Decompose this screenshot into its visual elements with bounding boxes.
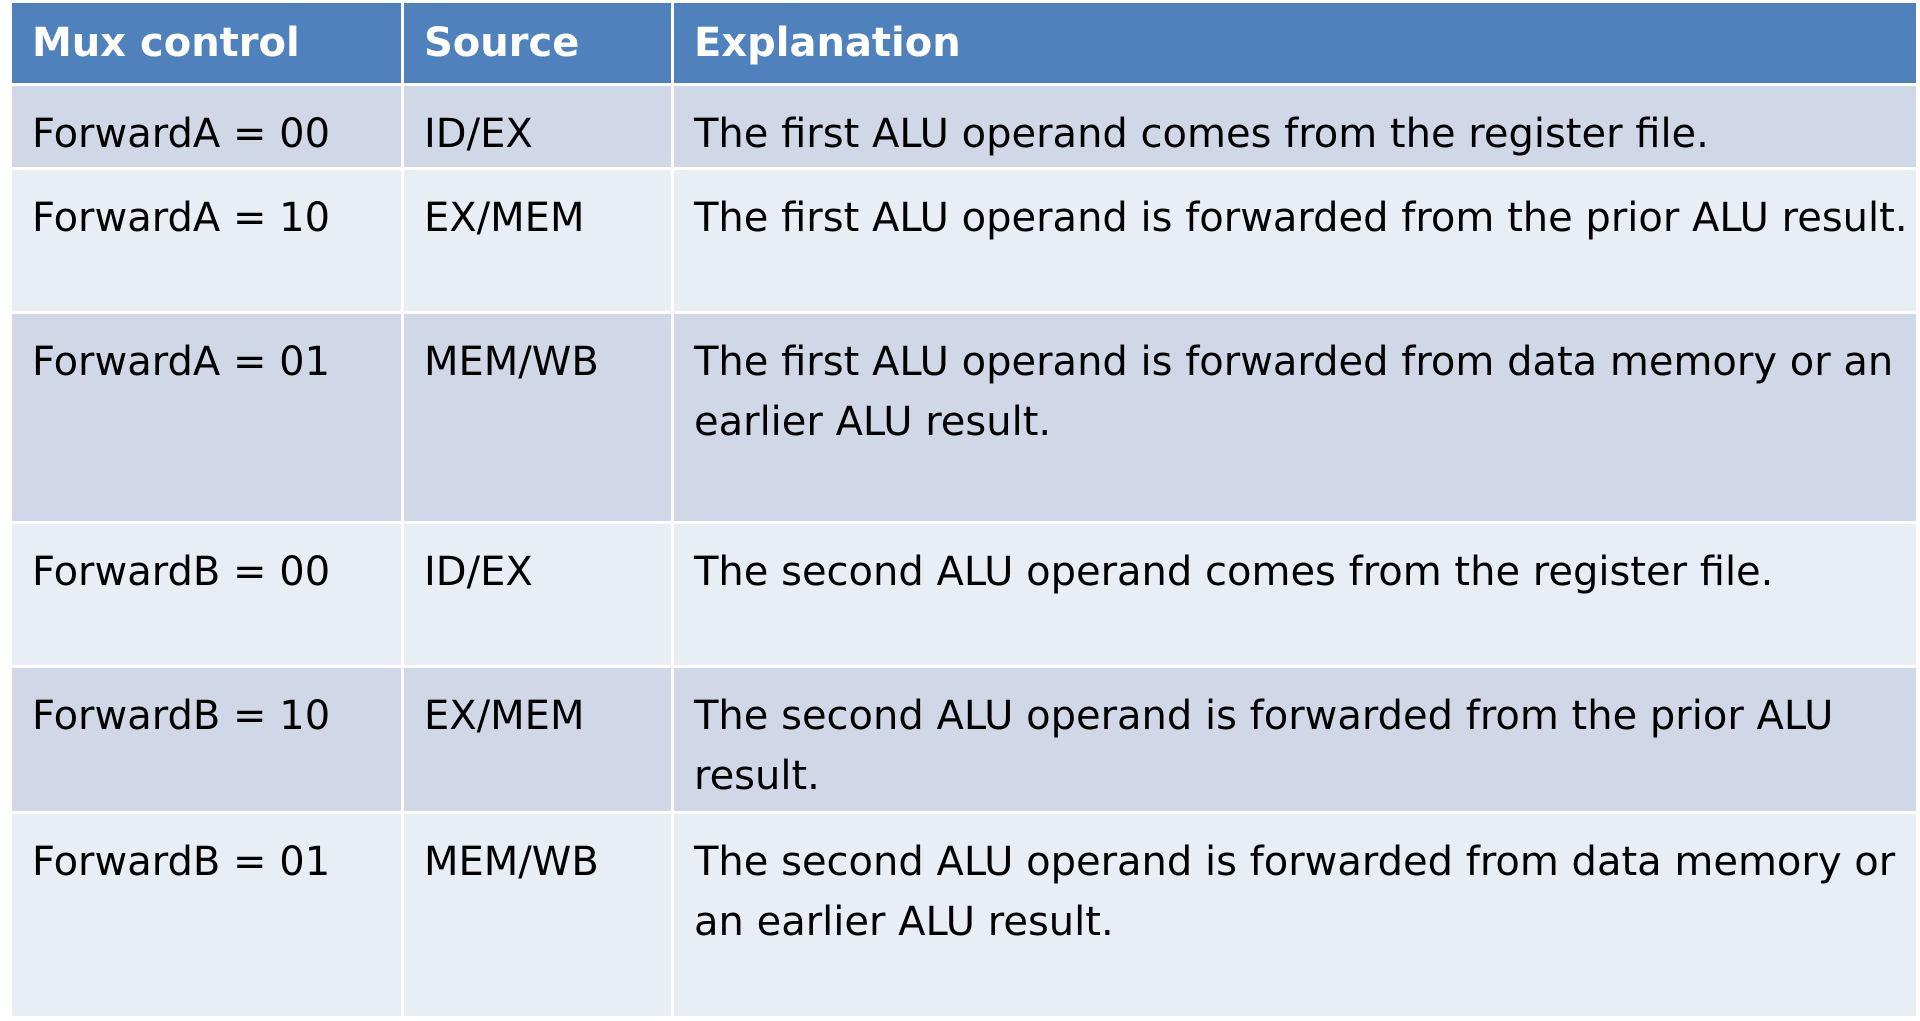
table-row: ForwardB = 10 EX/MEM The second ALU oper…: [12, 668, 1916, 814]
cell-source: EX/MEM: [404, 170, 674, 314]
cell-source: EX/MEM: [404, 668, 674, 814]
cell-mux-control: ForwardA = 10: [12, 170, 404, 314]
header-row: Mux control Source Explanation: [12, 3, 1916, 86]
table-row: ForwardA = 10 EX/MEM The first ALU opera…: [12, 170, 1916, 314]
cell-explanation: The first ALU operand comes from the reg…: [674, 86, 1916, 170]
cell-source: ID/EX: [404, 86, 674, 170]
table-row: ForwardA = 00 ID/EX The first ALU operan…: [12, 86, 1916, 170]
cell-explanation: The second ALU operand is forwarded from…: [674, 814, 1916, 1019]
table-row: ForwardB = 00 ID/EX The second ALU opera…: [12, 524, 1916, 668]
cell-mux-control: ForwardB = 01: [12, 814, 404, 1019]
header-mux-control: Mux control: [12, 3, 404, 86]
header-source: Source: [404, 3, 674, 86]
cell-explanation: The second ALU operand is forwarded from…: [674, 668, 1916, 814]
table-row: ForwardA = 01 MEM/WB The first ALU opera…: [12, 314, 1916, 524]
cell-source: ID/EX: [404, 524, 674, 668]
cell-source: MEM/WB: [404, 314, 674, 524]
cell-source: MEM/WB: [404, 814, 674, 1019]
forwarding-mux-table: Mux control Source Explanation ForwardA …: [12, 3, 1916, 1019]
table-header: Mux control Source Explanation: [12, 3, 1916, 86]
cell-explanation: The first ALU operand is forwarded from …: [674, 170, 1916, 314]
cell-explanation: The first ALU operand is forwarded from …: [674, 314, 1916, 524]
table-body: ForwardA = 00 ID/EX The first ALU operan…: [12, 86, 1916, 1019]
cell-mux-control: ForwardA = 01: [12, 314, 404, 524]
header-explanation: Explanation: [674, 3, 1916, 86]
cell-mux-control: ForwardB = 00: [12, 524, 404, 668]
cell-explanation: The second ALU operand comes from the re…: [674, 524, 1916, 668]
cell-mux-control: ForwardB = 10: [12, 668, 404, 814]
table-row: ForwardB = 01 MEM/WB The second ALU oper…: [12, 814, 1916, 1019]
cell-mux-control: ForwardA = 00: [12, 86, 404, 170]
